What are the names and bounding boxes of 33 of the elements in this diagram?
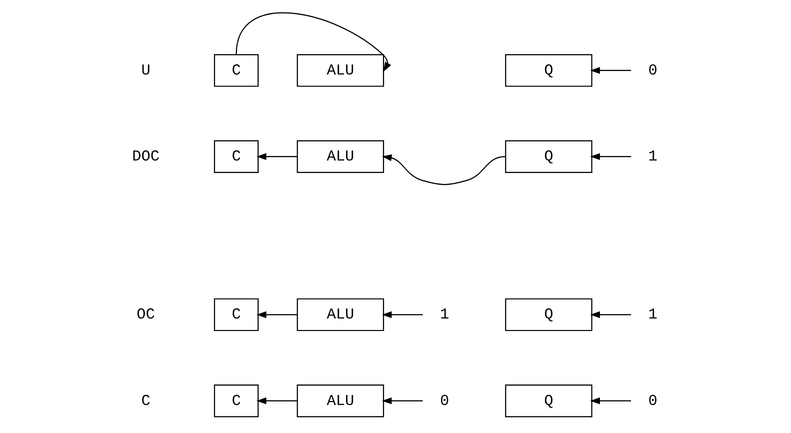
node-text: 1	[648, 306, 658, 324]
node-box: C	[214, 140, 259, 173]
arrow	[590, 311, 632, 318]
node-text: 0	[440, 392, 450, 410]
node-box: ALU	[296, 54, 384, 87]
node-box: ALU	[296, 140, 384, 173]
arrow	[590, 397, 632, 404]
label: C	[141, 392, 150, 410]
arrow	[256, 311, 298, 318]
node-box: C	[214, 384, 259, 418]
node-box: Q	[505, 298, 592, 332]
node-box: ALU	[296, 384, 384, 418]
node-text: 1	[648, 148, 658, 166]
arrow	[236, 12, 392, 72]
arrow	[382, 154, 506, 186]
node-box: C	[214, 54, 259, 87]
node-text: 0	[648, 392, 658, 410]
arrow	[256, 397, 298, 404]
node-box: Q	[505, 384, 592, 418]
arrow	[382, 311, 423, 318]
node-box: Q	[505, 54, 592, 87]
node-box: ALU	[296, 298, 384, 332]
label: DOC	[132, 148, 160, 166]
node-box: Q	[505, 140, 592, 173]
arrow	[382, 397, 423, 404]
label: U	[141, 61, 150, 80]
arrow	[590, 67, 632, 74]
label: OC	[136, 306, 155, 324]
arrow	[590, 153, 632, 160]
node-box: C	[214, 298, 259, 332]
node-text: 1	[440, 306, 450, 324]
node-text: 0	[648, 61, 658, 80]
arrow	[256, 153, 298, 160]
